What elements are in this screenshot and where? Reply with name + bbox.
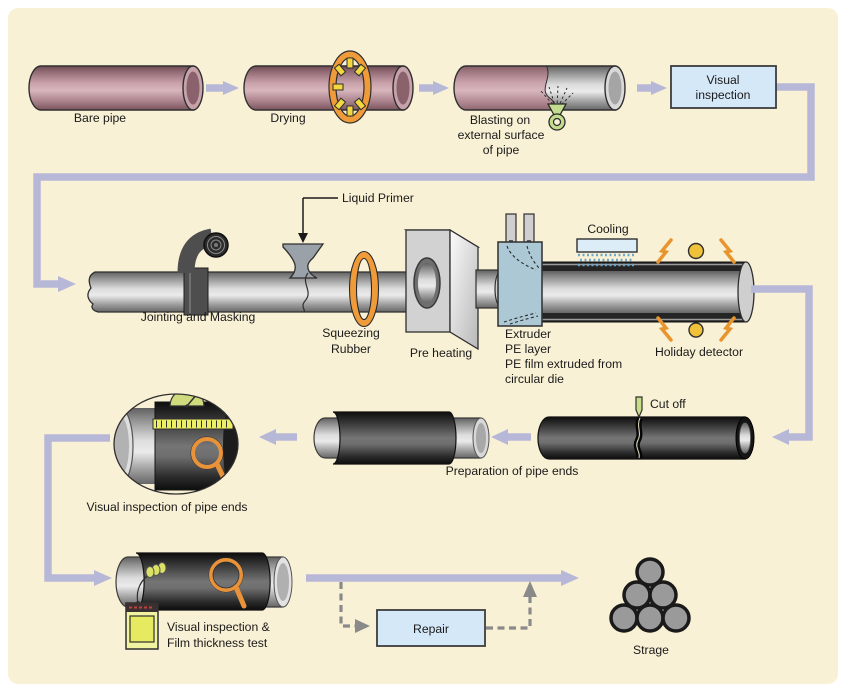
coated-pipe — [539, 261, 755, 323]
cooling-spray — [578, 253, 636, 267]
repair-label: Repair — [413, 622, 449, 636]
cutting-blade — [635, 396, 643, 419]
inspection-ends-label: Visual inspection of pipe ends — [86, 500, 247, 514]
test-label-2: Film thickness test — [167, 636, 268, 650]
storage-pile — [609, 557, 691, 633]
liquid-primer-applicator — [282, 197, 338, 313]
connector-row1-row2 — [33, 83, 815, 292]
extruder-label-1: Extruder — [505, 327, 551, 341]
flow-arrow-2 — [419, 81, 449, 95]
heater-elements — [332, 57, 367, 117]
visual-inspection-label-1: Visual — [707, 73, 740, 87]
blasting-label-3: of pipe — [483, 143, 520, 157]
preparation-label: Preparation of pipe ends — [446, 464, 579, 478]
flow-arrow-prep-inspect — [259, 429, 297, 445]
visual-inspection-label-2: inspection — [696, 88, 751, 102]
flow-arrow-1 — [206, 81, 239, 95]
test-label-1: Visual inspection & — [167, 620, 270, 634]
storage-label: Strage — [633, 643, 669, 657]
squeezing-label-2: Rubber — [331, 342, 371, 356]
magnifier-icon — [191, 437, 223, 469]
jointing-masking-tape — [177, 228, 229, 316]
extruder-label-2: PE layer — [505, 342, 551, 356]
extruder-flow-lines — [503, 245, 540, 325]
preparation-pipe — [313, 411, 490, 465]
blasting-label-2: external surface — [458, 128, 545, 142]
blasting-pipe — [453, 65, 626, 111]
cooling-label: Cooling — [587, 222, 628, 236]
repair-loop-out — [486, 581, 537, 630]
pre-heating-label: Pre heating — [410, 346, 472, 360]
row2-main-pipe — [87, 271, 431, 313]
repair-box: Repair — [376, 609, 486, 647]
bare-pipe — [28, 65, 204, 111]
squeezing-rubber-ring — [348, 250, 380, 328]
connector-row2-row3 — [751, 285, 813, 445]
repair-loop-in — [339, 582, 370, 633]
blasting-nozzle — [539, 85, 574, 131]
liquid-primer-label: Liquid Primer — [342, 191, 414, 205]
cooling-unit — [576, 238, 638, 267]
pre-heating-block — [403, 228, 481, 351]
drying-label: Drying — [270, 111, 305, 125]
drying-heater-ring — [328, 50, 372, 124]
test-pipe — [115, 552, 293, 650]
extruder-label-4: circular die — [505, 372, 564, 386]
spark-bolts — [656, 238, 736, 342]
thickness-meter — [125, 602, 159, 650]
cut-off-label: Cut off — [650, 397, 686, 411]
blasting-label-1: Blasting on — [470, 113, 530, 127]
magnifier-icon-2 — [208, 557, 247, 609]
jointing-label: Jointing and Masking — [141, 310, 256, 324]
extruder-label-3: PE film extruded from — [505, 357, 622, 371]
flow-arrow-cutoff-prep — [491, 429, 531, 445]
squeezing-label-1: Squeezing — [322, 326, 380, 340]
visual-inspection-box: Visual inspection — [670, 65, 777, 109]
flow-arrow-3 — [637, 81, 667, 95]
bare-pipe-label: Bare pipe — [74, 111, 126, 125]
holiday-detector — [656, 238, 736, 342]
connector-row3-row4 — [44, 434, 112, 586]
protractor — [169, 394, 205, 407]
holiday-detector-label: Holiday detector — [655, 345, 743, 359]
blast-spray — [539, 85, 574, 109]
flow-arrow-to-storage — [306, 570, 579, 586]
cut-off-pipe — [537, 396, 755, 460]
pipe-end-inspection-detail — [113, 393, 239, 495]
thickness-probe — [136, 562, 167, 605]
extruder — [497, 213, 543, 327]
